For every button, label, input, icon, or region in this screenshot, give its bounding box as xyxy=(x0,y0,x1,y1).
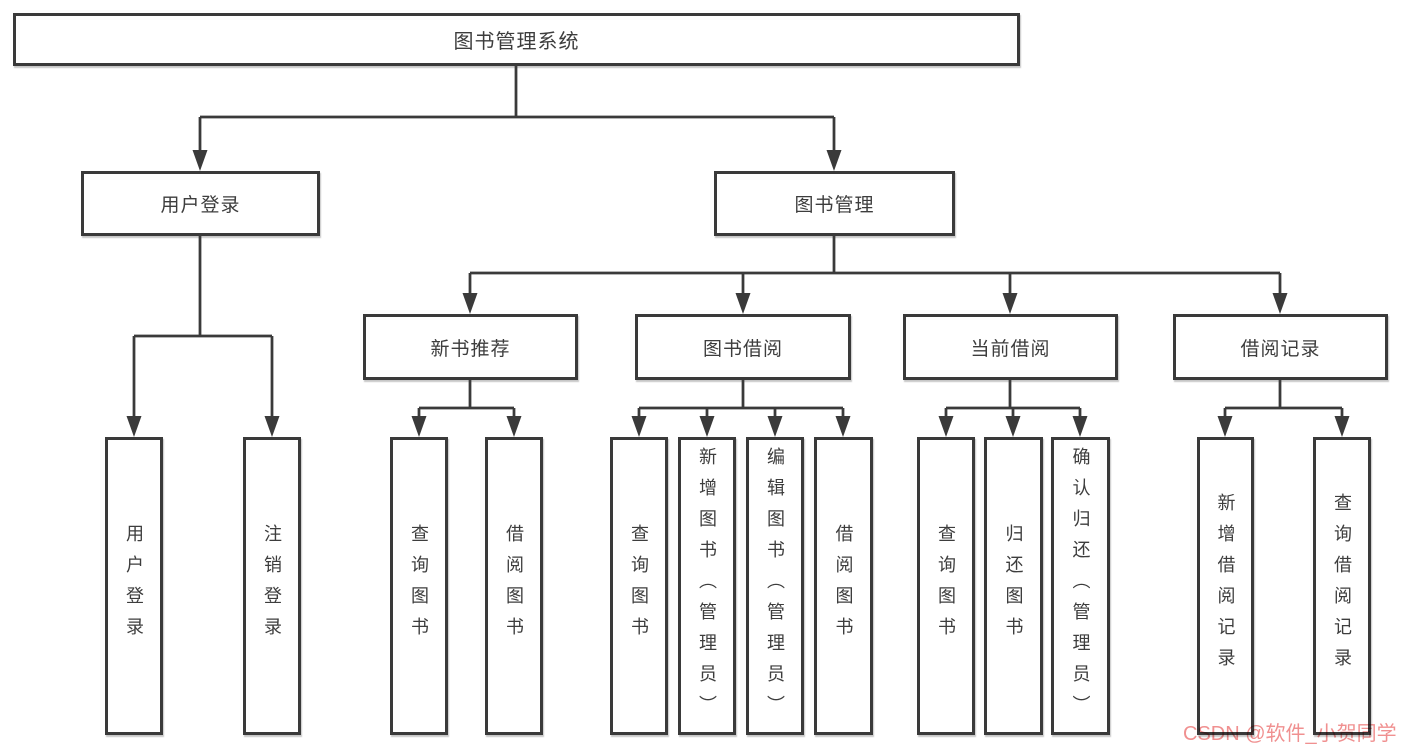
connector-new-book-rec xyxy=(417,380,516,421)
connector-current-borrow xyxy=(944,380,1082,421)
leaf-bb-query-book: 查询图书 xyxy=(610,437,668,735)
node-borrow-record-label: 借阅记录 xyxy=(1240,338,1321,360)
connector-book-mgmt xyxy=(468,236,1282,299)
node-book-management-label: 图书管理 xyxy=(794,195,875,216)
arrowhead xyxy=(1272,293,1288,314)
node-user-login-label: 用户登录 xyxy=(160,195,241,216)
leaf-bb-edit-book-admin-label: 编辑图书（管理员） xyxy=(765,446,785,726)
leaf-cb-confirm-return-admin: 确认归还（管理员） xyxy=(1051,437,1110,735)
leaf-cb-confirm-return-admin-label: 确认归还（管理员） xyxy=(1070,446,1091,726)
arrowhead xyxy=(699,416,715,437)
node-new-book-recommend-label: 新书推荐 xyxy=(430,338,511,360)
node-new-book-recommend: 新书推荐 xyxy=(363,314,578,380)
arrowhead xyxy=(735,293,751,314)
leaf-logout-label: 注销登录 xyxy=(262,524,282,648)
node-current-borrow: 当前借阅 xyxy=(903,314,1118,380)
leaf-bb-borrow-book: 借阅图书 xyxy=(814,437,873,735)
leaf-rec-query-book-label: 查询图书 xyxy=(409,524,429,648)
arrowhead xyxy=(411,416,427,437)
leaf-bb-query-book-label: 查询图书 xyxy=(629,524,649,648)
node-book-borrow: 图书借阅 xyxy=(635,314,851,380)
arrowhead xyxy=(767,416,783,437)
leaf-cb-return-book-label: 归还图书 xyxy=(1003,524,1024,648)
leaf-user-login: 用户登录 xyxy=(105,437,163,735)
leaf-cb-query-book: 查询图书 xyxy=(917,437,975,735)
connector-book-borrow xyxy=(637,380,845,421)
arrowhead xyxy=(631,416,647,437)
leaf-cb-return-book: 归还图书 xyxy=(984,437,1043,735)
leaf-logout: 注销登录 xyxy=(243,437,301,735)
arrowhead xyxy=(835,416,851,437)
arrowhead xyxy=(126,416,142,437)
arrowhead xyxy=(826,150,842,171)
arrowhead xyxy=(938,416,954,437)
leaf-bb-borrow-book-label: 借阅图书 xyxy=(833,524,854,648)
arrowhead xyxy=(1002,293,1018,314)
leaf-br-add-record-label: 新增借阅记录 xyxy=(1215,493,1236,679)
node-book-borrow-label: 图书借阅 xyxy=(702,338,783,360)
node-book-management: 图书管理 xyxy=(714,171,955,236)
leaf-rec-query-book: 查询图书 xyxy=(390,437,448,735)
node-borrow-record: 借阅记录 xyxy=(1173,314,1388,380)
leaf-bb-add-book-admin: 新增图书（管理员） xyxy=(678,437,736,735)
leaf-user-login-label: 用户登录 xyxy=(124,524,144,648)
leaf-cb-query-book-label: 查询图书 xyxy=(936,524,956,648)
connector-borrow-record xyxy=(1223,380,1344,421)
connector-user-login xyxy=(132,236,274,421)
leaf-rec-borrow-book: 借阅图书 xyxy=(485,437,543,735)
arrowheads xyxy=(126,150,1350,437)
arrowhead xyxy=(462,293,478,314)
arrowhead xyxy=(1072,416,1088,437)
leaf-br-add-record: 新增借阅记录 xyxy=(1197,437,1254,735)
node-library-system: 图书管理系统 xyxy=(13,13,1020,66)
arrowhead xyxy=(506,416,522,437)
node-current-borrow-label: 当前借阅 xyxy=(970,338,1051,360)
node-library-system-label: 图书管理系统 xyxy=(453,31,580,53)
arrowhead xyxy=(1217,416,1233,437)
arrowhead xyxy=(1005,416,1021,437)
arrowhead xyxy=(192,150,208,171)
csdn-watermark: CSDN @软件_小贺同学 xyxy=(1183,723,1397,745)
leaf-rec-borrow-book-label: 借阅图书 xyxy=(504,524,524,648)
leaf-bb-add-book-admin-label: 新增图书（管理员） xyxy=(697,446,717,726)
node-user-login: 用户登录 xyxy=(81,171,320,236)
connector-root xyxy=(198,66,836,155)
leaf-br-query-record-label: 查询借阅记录 xyxy=(1332,493,1352,679)
arrowhead xyxy=(1334,416,1350,437)
arrowhead xyxy=(264,416,280,437)
leaf-br-query-record: 查询借阅记录 xyxy=(1313,437,1371,735)
leaf-bb-edit-book-admin: 编辑图书（管理员） xyxy=(746,437,804,735)
